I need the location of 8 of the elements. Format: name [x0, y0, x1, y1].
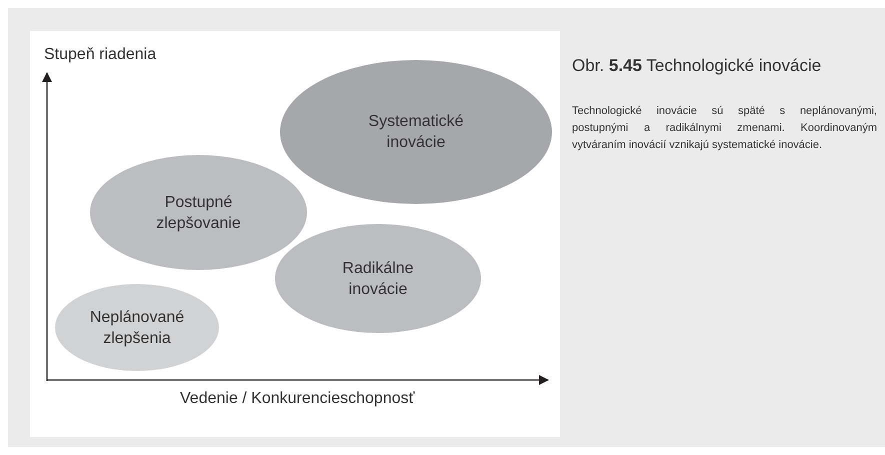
axis-label: Vedenie / Konkurencieschopnosť: [180, 389, 415, 409]
figure-caption: Technologické inovácie sú späté s neplánovanými, postupnými a radikálnymi zmenami. Koordinovaným vytváraním inovácií vznikajú systematické inovácie.: [572, 104, 877, 153]
figure-title: Obr. 5.45 Technologické inovácie: [572, 56, 822, 76]
ellipse-label: Radikálne inovácie: [341, 258, 415, 300]
ellipse-label: Systematické inovácie: [367, 112, 465, 153]
ellipse-label: Postupné zlepšovanie: [155, 192, 242, 234]
axis-label: Stupeň riadenia: [44, 45, 156, 65]
ellipse-label: Neplánované zlepšenia: [88, 308, 186, 348]
